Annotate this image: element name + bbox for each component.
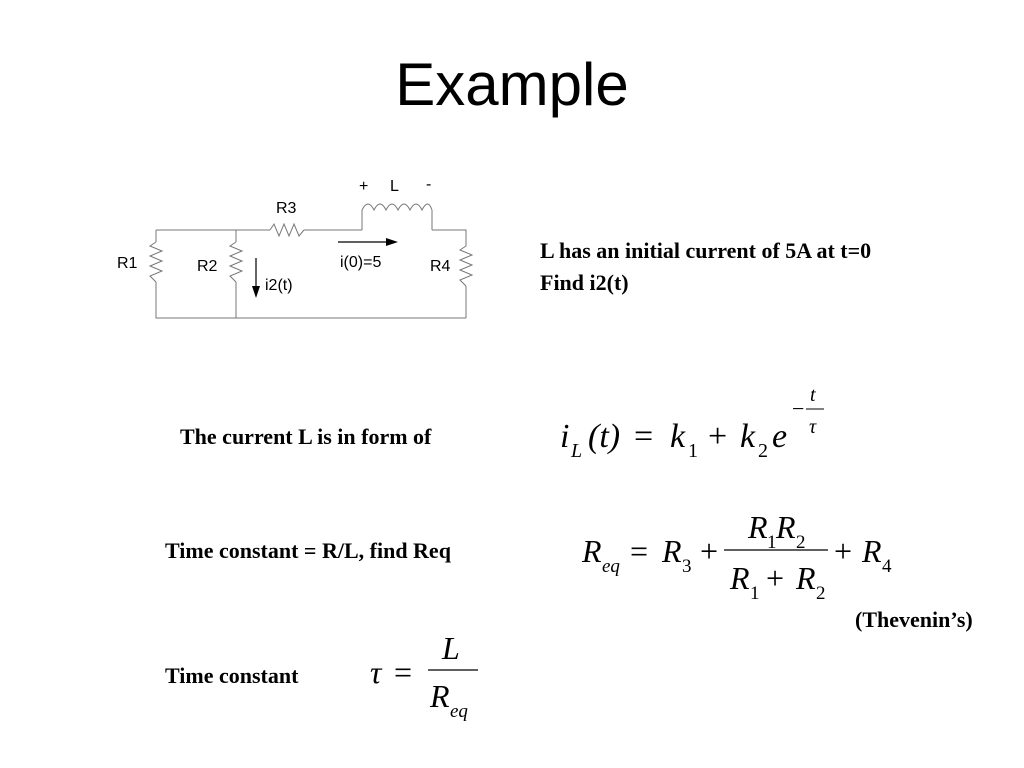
slide-title: Example [395, 51, 629, 118]
current-form-text: The current L is in form of [180, 424, 432, 449]
i2-arrow-head [252, 286, 260, 298]
eq1-i: i [560, 418, 569, 455]
eq1-plus: + [708, 418, 727, 455]
eq2-den-plus: + [766, 560, 784, 596]
eq2-R: R [581, 533, 602, 569]
problem-line-1: L has an initial current of 5A at t=0 [540, 238, 872, 263]
eq2-R4: R [861, 533, 882, 569]
eq2-R3-sub: 3 [682, 556, 692, 577]
eq2-num-R1: R [747, 509, 768, 545]
eq1-k2: k [740, 418, 756, 455]
eq2-den-R2-sub: 2 [816, 583, 826, 604]
eq1-exp-minus: − [792, 396, 804, 421]
eq2-equals: = [630, 533, 648, 569]
thevenin-note: (Thevenin’s) [855, 607, 973, 632]
eq1-k2-sub: 2 [758, 440, 768, 462]
r4-label: R4 [430, 258, 451, 275]
eq1-e: e [772, 418, 787, 455]
eq2-R-sub: eq [602, 556, 620, 577]
eq1-exp-num: t [810, 384, 816, 406]
resistor-r4 [458, 245, 474, 287]
eq2-num-R1-sub: 1 [767, 532, 777, 553]
problem-line-2: Find i2(t) [540, 270, 629, 295]
eq2-plus2: + [834, 533, 852, 569]
equation-tau: τ = L R eq [370, 630, 478, 722]
eq1-exp-den: τ [809, 416, 817, 438]
inductor-minus-label: - [426, 176, 431, 193]
wire-right-top [432, 229, 467, 246]
eq3-num: L [441, 630, 460, 666]
resistor-r1 [148, 241, 164, 283]
eq2-R4-sub: 4 [882, 556, 892, 577]
inductor-coils [361, 203, 433, 212]
eq3-den: R [429, 678, 450, 714]
time-constant-req-text: Time constant = R/L, find Req [165, 538, 451, 563]
r2-label: R2 [197, 258, 218, 275]
eq1-k1-sub: 1 [688, 440, 698, 462]
eq3-equals: = [394, 654, 412, 690]
r3-label: R3 [276, 200, 297, 217]
eq1-i-sub: L [570, 440, 582, 462]
eq2-den-R2: R [795, 560, 816, 596]
inductor-plus-label: + [359, 178, 368, 195]
equation-req: R eq = R 3 + R 1 R 2 R 1 + R 2 + R 4 [581, 509, 892, 604]
i0-arrow-head [386, 238, 398, 246]
eq1-arg: (t) [588, 418, 620, 455]
eq1-k1: k [670, 418, 686, 455]
eq2-num-R2-sub: 2 [796, 532, 806, 553]
eq3-den-sub: eq [450, 701, 468, 722]
time-constant-label: Time constant [165, 663, 299, 688]
equation-current-form: i L (t) = k 1 + k 2 e − t τ [560, 384, 824, 462]
resistor-r3 [269, 222, 305, 238]
inductor-label: L [390, 178, 399, 195]
eq2-den-R1-sub: 1 [750, 583, 760, 604]
wire-left-bottom [155, 282, 236, 319]
resistor-r2 [228, 241, 244, 283]
eq2-plus: + [700, 533, 718, 569]
eq2-den-R1: R [729, 560, 750, 596]
r1-label: R1 [117, 255, 138, 272]
eq2-R3: R [661, 533, 682, 569]
eq3-tau: τ [370, 654, 383, 690]
eq2-num-R2: R [775, 509, 796, 545]
i0-label: i(0)=5 [340, 254, 381, 271]
i2-label: i2(t) [265, 277, 293, 294]
eq1-equals: = [634, 418, 653, 455]
